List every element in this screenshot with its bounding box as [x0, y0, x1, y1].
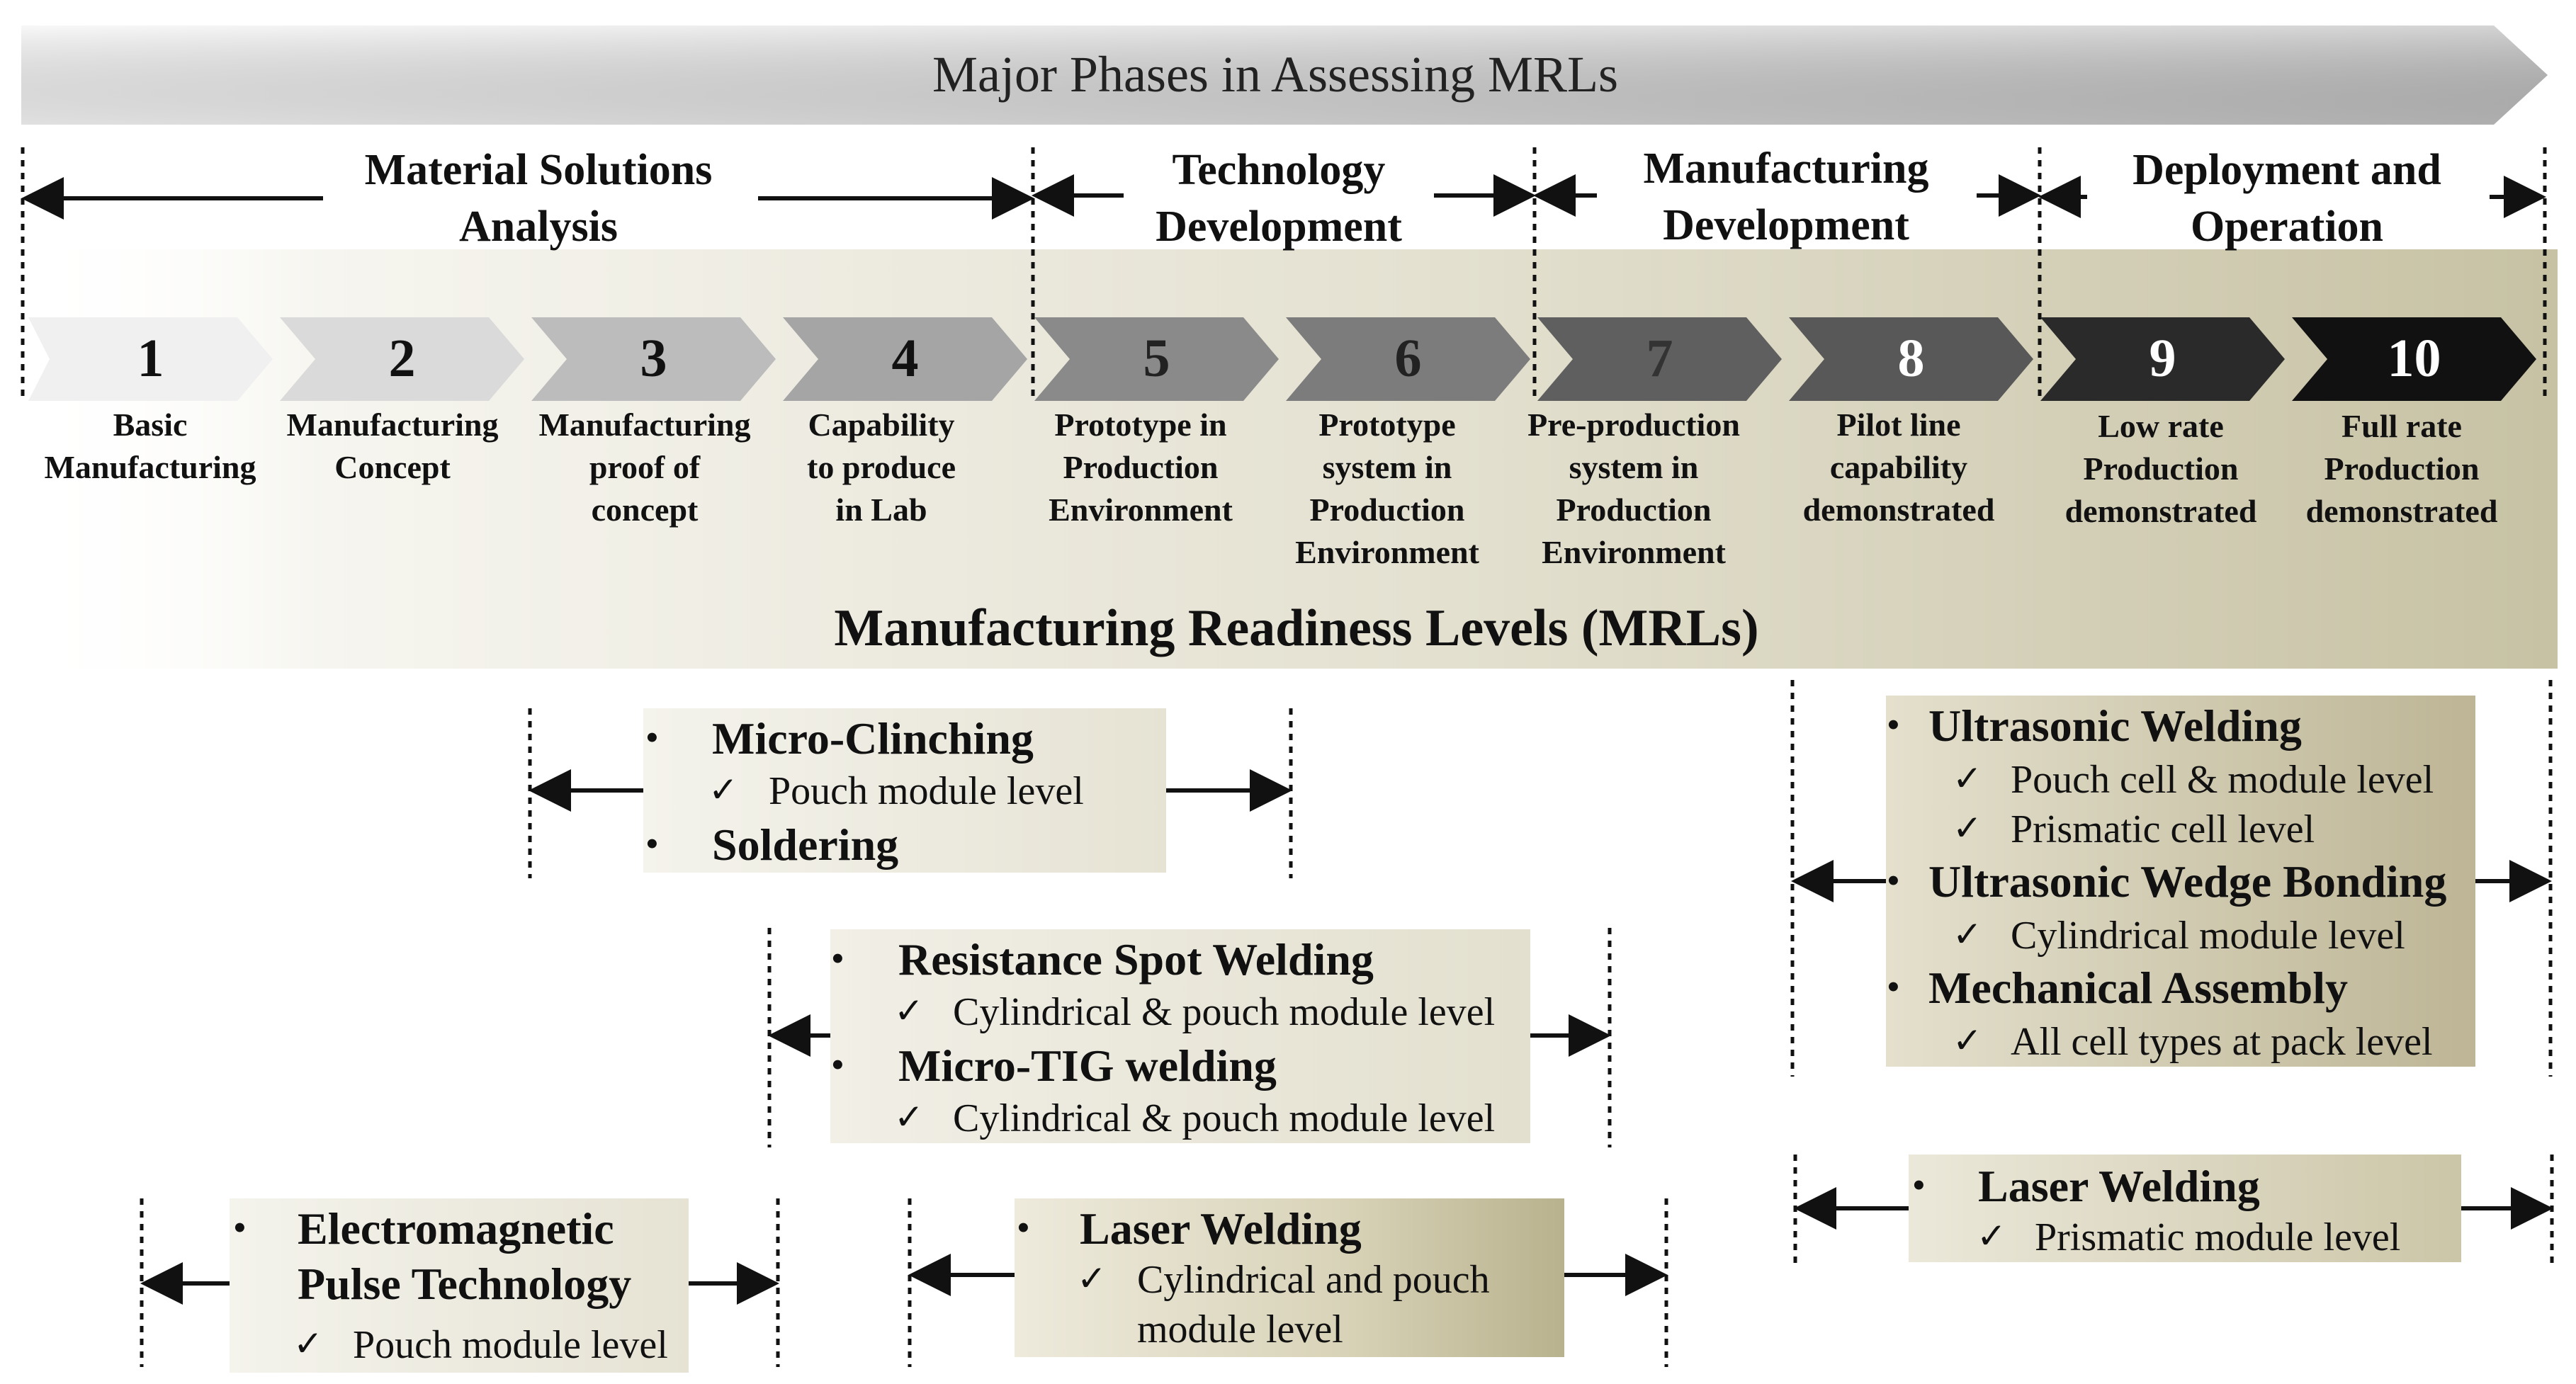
level-number-2: 2 [388, 329, 416, 388]
technology-name: Micro-Clinching [712, 713, 1034, 764]
level-number-5: 5 [1143, 329, 1170, 388]
mrl-caption: Manufacturing Readiness Levels (MRLs) [834, 599, 1759, 657]
box-emp [230, 1198, 689, 1373]
application-level: Prismatic module level [2035, 1215, 2401, 1259]
level-chevron-2 [280, 317, 524, 401]
level-number-4: 4 [891, 329, 919, 388]
level-number-1: 1 [137, 329, 164, 388]
application-level: Cylindrical and pouch module level [1137, 1258, 1490, 1351]
box-resistance-spot [830, 929, 1530, 1143]
checkmark-icon: ✓ [1953, 1021, 1982, 1060]
level-chevron-6 [1286, 317, 1530, 401]
level-chevron-10 [2292, 317, 2536, 401]
level-label-10: Full rate Production demonstrated [2305, 408, 2498, 529]
bullet-icon: • [234, 1209, 246, 1247]
level-chevron-9 [2040, 317, 2285, 401]
checkmark-icon: ✓ [894, 1097, 924, 1137]
technology-name: Ultrasonic Wedge Bonding [1928, 856, 2447, 907]
level-label-9: Low rate Production demonstrated [2064, 408, 2257, 529]
application-level: Pouch module level [353, 1323, 668, 1367]
level-label-7: Pre-production system in Production Envi… [1527, 407, 1740, 570]
box-micro-clinching [643, 708, 1166, 873]
level-label-5: Prototype in Production Environment [1049, 407, 1233, 528]
banner-title: Major Phases in Assessing MRLs [932, 46, 1619, 103]
level-number-3: 3 [640, 329, 667, 388]
application-level: Cylindrical & pouch module level [953, 990, 1496, 1034]
phase-arrows [21, 174, 2546, 220]
phase-title-material-solutions: Material Solutions Analysis [364, 146, 713, 251]
technology-name: Electromagnetic Pulse Technology [298, 1203, 632, 1309]
bullet-icon: • [1887, 968, 1899, 1006]
bullet-icon: • [1887, 706, 1899, 744]
bullet-icon: • [646, 825, 658, 863]
level-number-8: 8 [1897, 329, 1925, 388]
level-label-1: Basic Manufacturing [44, 407, 256, 485]
level-label-3: Manufacturing proof of concept [538, 407, 751, 528]
application-level: Pouch cell & module level [2011, 758, 2434, 802]
box-laser-right [1909, 1155, 2461, 1262]
bullet-icon: • [646, 719, 658, 756]
level-chevron-4 [783, 317, 1027, 401]
bullet-icon: • [1913, 1167, 1925, 1204]
application-level: Pouch module level [769, 769, 1084, 813]
checkmark-icon: ✓ [293, 1324, 323, 1363]
checkmark-icon: ✓ [1953, 808, 1982, 848]
technology-name: Resistance Spot Welding [898, 934, 1374, 985]
checkmark-icon: ✓ [708, 770, 738, 810]
phase-title-technology-development: Technology Development [1156, 146, 1402, 251]
level-number-10: 10 [2387, 329, 2441, 388]
application-level: All cell types at pack level [2011, 1020, 2433, 1064]
application-level: Cylindrical module level [2011, 914, 2405, 958]
application-level: Prismatic cell level [2011, 807, 2315, 851]
level-number-9: 9 [2149, 329, 2176, 388]
bullet-icon: • [1887, 862, 1899, 900]
checkmark-icon: ✓ [1953, 759, 1982, 798]
level-chevron-5 [1034, 317, 1279, 401]
level-chevrons [28, 317, 2536, 401]
checkmark-icon: ✓ [1977, 1216, 2006, 1256]
technology-name: Soldering [712, 819, 899, 870]
phase-title-deployment-operation: Deployment and Operation [2132, 146, 2441, 251]
range-arrows [140, 769, 2553, 1305]
box-ultrasonic [1886, 696, 2475, 1067]
level-label-6: Prototype system in Production Environme… [1295, 407, 1479, 570]
range-markers [140, 680, 2554, 1367]
bullet-icon: • [832, 940, 844, 977]
level-chevron-8 [1789, 317, 2033, 401]
box-laser-mid [1015, 1198, 1564, 1357]
application-level: Cylindrical & pouch module level [953, 1096, 1496, 1140]
checkmark-icon: ✓ [894, 991, 924, 1031]
bullet-icon: • [832, 1046, 844, 1084]
technology-name: Ultrasonic Welding [1928, 700, 2302, 751]
level-chevron-1 [28, 317, 273, 401]
technology-name: Micro-TIG welding [898, 1040, 1277, 1091]
level-chevron-3 [531, 317, 776, 401]
technology-name: Laser Welding [1978, 1161, 2260, 1211]
bullet-icon: • [1017, 1209, 1029, 1247]
level-number-7: 7 [1646, 329, 1673, 388]
phase-title-manufacturing-development: Manufacturing Development [1643, 144, 1929, 249]
level-label-8: Pilot line capability demonstrated [1802, 407, 1995, 528]
checkmark-icon: ✓ [1953, 914, 1982, 954]
checkmark-icon: ✓ [1077, 1259, 1107, 1298]
technology-name: Mechanical Assembly [1928, 963, 2348, 1013]
technology-name: Laser Welding [1080, 1203, 1362, 1254]
level-label-2: Manufacturing Concept [286, 407, 499, 485]
level-label-4: Capability to produce in Lab [807, 407, 956, 528]
level-chevron-7 [1537, 317, 1782, 401]
level-number-6: 6 [1394, 329, 1422, 388]
